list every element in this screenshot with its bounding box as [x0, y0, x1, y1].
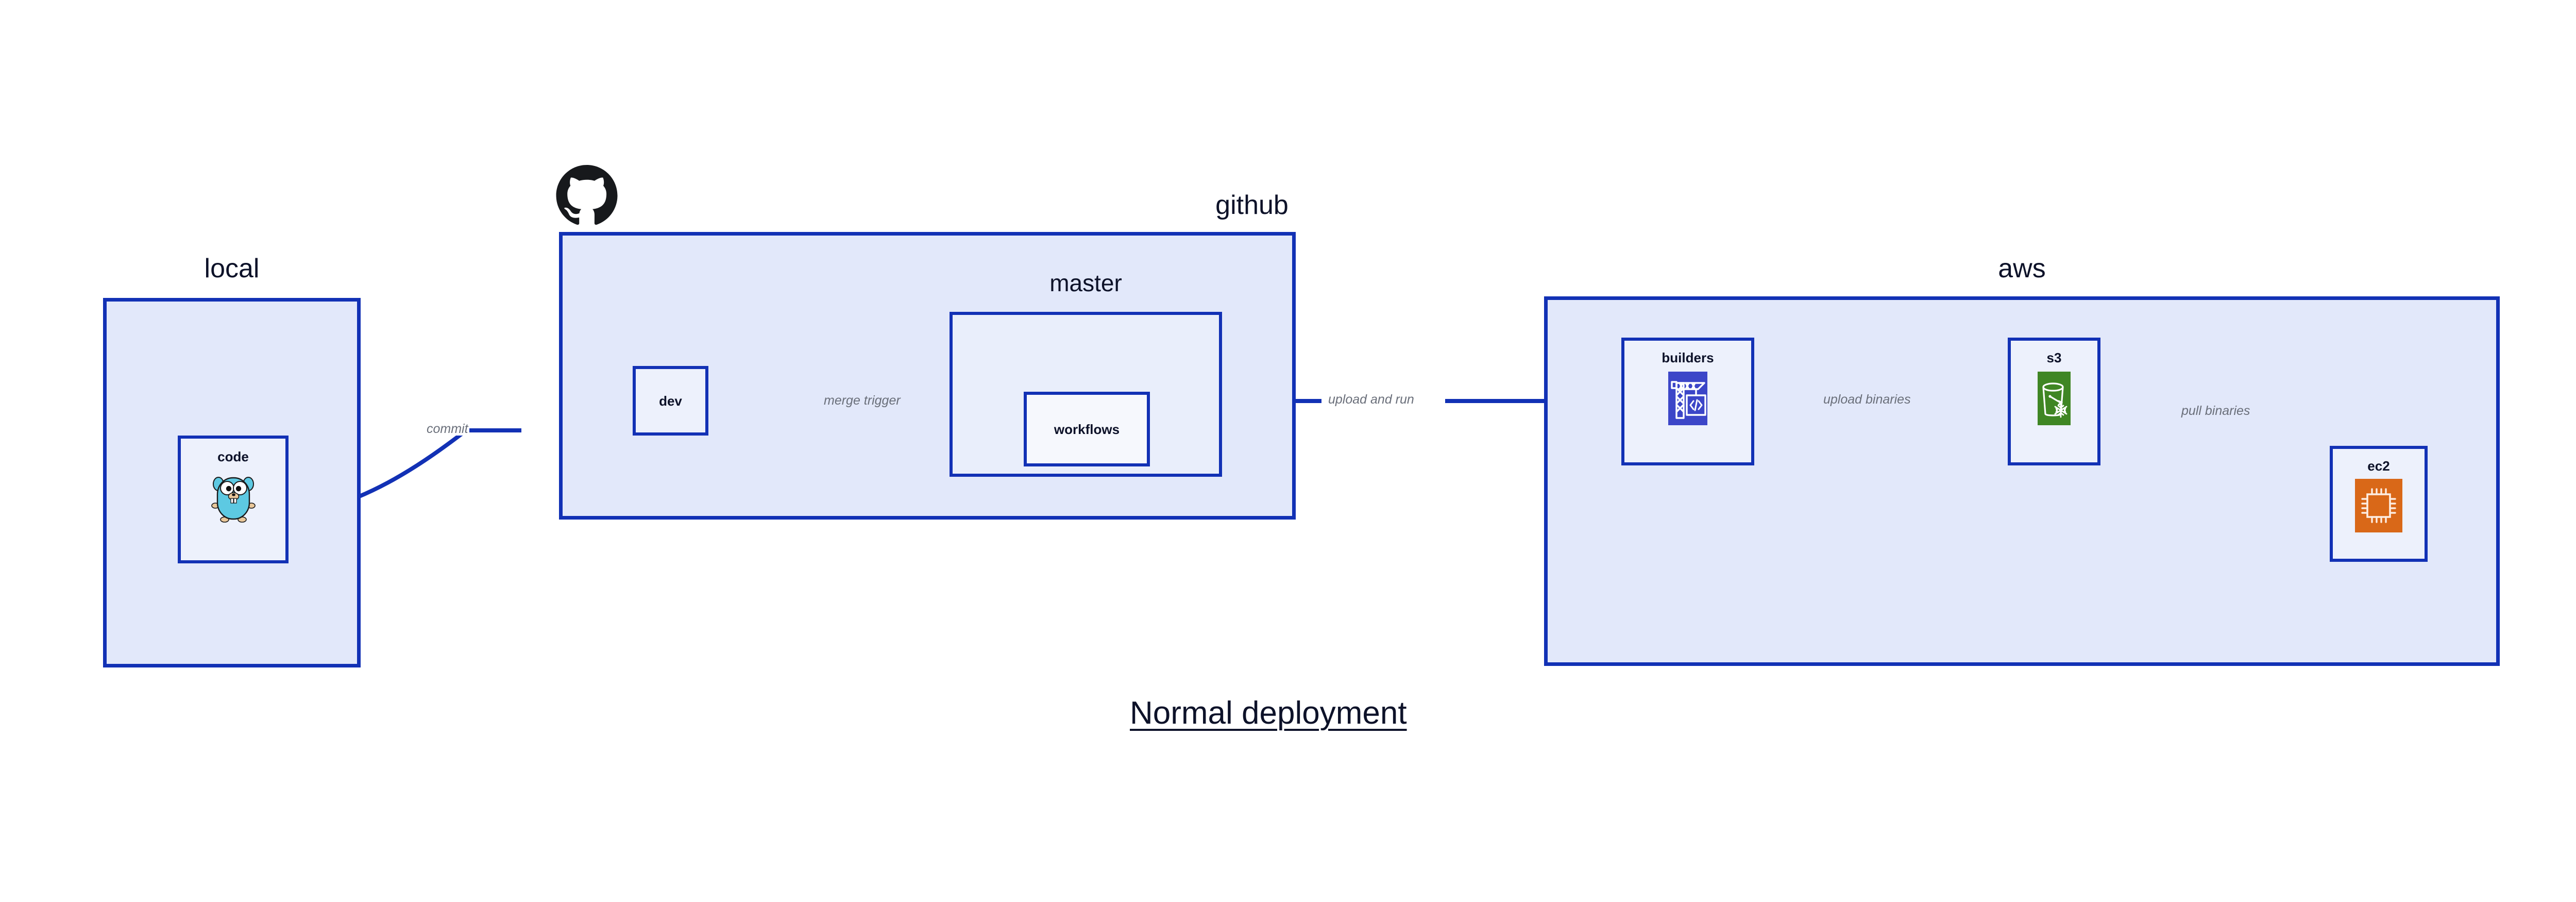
aws-s3-glacier-bucket-icon	[2038, 372, 2071, 428]
go-gopher-icon	[211, 470, 256, 526]
node-label-ec2: ec2	[2367, 458, 2390, 474]
node-label-dev: dev	[659, 393, 682, 409]
group-label-aws: aws	[1998, 254, 2046, 283]
edge-label-upload-binaries: upload binaries	[1823, 392, 1911, 407]
aws-codebuild-crane-icon	[1668, 372, 1707, 428]
aws-ec2-chip-icon	[2355, 479, 2402, 535]
node-ec2[interactable]: ec2	[2330, 446, 2428, 562]
github-octocat-icon	[555, 165, 618, 229]
node-label-code: code	[217, 449, 249, 464]
group-label-github: github	[1215, 190, 1289, 220]
node-builders[interactable]: builders	[1621, 338, 1754, 465]
edge-label-upload-and-run: upload and run	[1327, 392, 1415, 407]
group-label-local: local	[204, 254, 260, 283]
node-code[interactable]: code	[178, 436, 289, 563]
node-dev[interactable]: dev	[633, 366, 708, 436]
node-label-builders: builders	[1662, 350, 1714, 365]
subgroup-label-master: master	[1049, 270, 1122, 296]
node-label-s3: s3	[2046, 350, 2062, 365]
node-s3[interactable]: s3	[2008, 338, 2100, 465]
edge-label-commit: commit	[426, 422, 469, 436]
node-label-workflows: workflows	[1054, 421, 1120, 437]
node-workflows[interactable]: workflows	[1024, 392, 1150, 466]
diagram-title: Normal deployment	[1130, 695, 1407, 731]
edge-label-merge-trigger: merge trigger	[824, 393, 901, 408]
edge-label-pull-binaries: pull binaries	[2181, 404, 2250, 418]
